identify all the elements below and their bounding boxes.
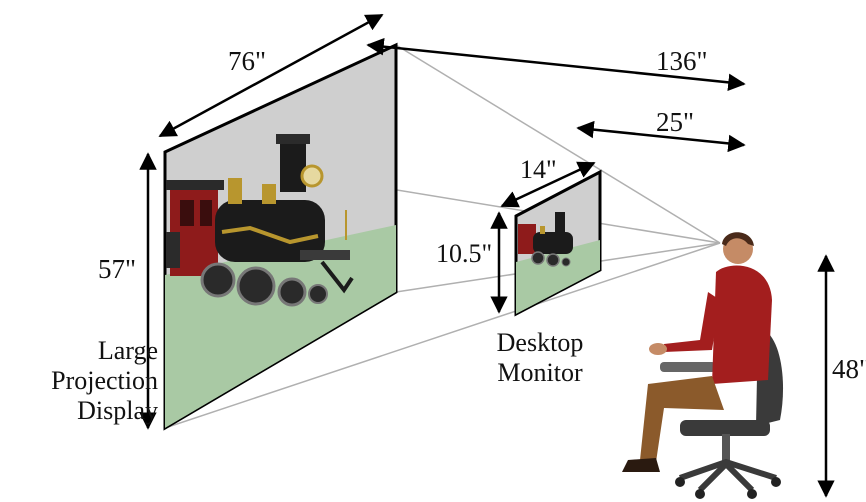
label-projection-width: 76" bbox=[228, 46, 266, 76]
caption-large-projection-display: Large Projection Display bbox=[0, 336, 158, 426]
desktop-monitor bbox=[514, 169, 602, 317]
caption-line: Projection bbox=[51, 366, 158, 395]
caption-line: Desktop bbox=[496, 328, 584, 357]
dimension-arrows bbox=[139, 13, 835, 498]
arrow-projection-distance bbox=[366, 37, 746, 92]
office-chair bbox=[660, 328, 784, 499]
label-projection-height: 57" bbox=[98, 254, 136, 284]
seated-person-figure bbox=[622, 232, 784, 499]
label-monitor-height: 10.5" bbox=[436, 239, 492, 268]
caption-line: Display bbox=[77, 396, 158, 425]
caption-line: Monitor bbox=[497, 358, 583, 387]
arrow-monitor-width bbox=[500, 161, 596, 208]
caption-desktop-monitor: Desktop Monitor bbox=[470, 328, 610, 388]
arrow-projection-width bbox=[158, 13, 384, 138]
locomotive-image bbox=[166, 134, 354, 307]
label-eye-height: 48" bbox=[832, 354, 866, 384]
large-projection-display bbox=[163, 42, 398, 431]
caption-line: Large bbox=[97, 336, 158, 365]
label-monitor-width: 14" bbox=[520, 155, 557, 184]
label-monitor-distance: 25" bbox=[656, 107, 694, 137]
label-projection-distance: 136" bbox=[656, 46, 708, 76]
arrow-monitor-distance bbox=[576, 120, 746, 153]
